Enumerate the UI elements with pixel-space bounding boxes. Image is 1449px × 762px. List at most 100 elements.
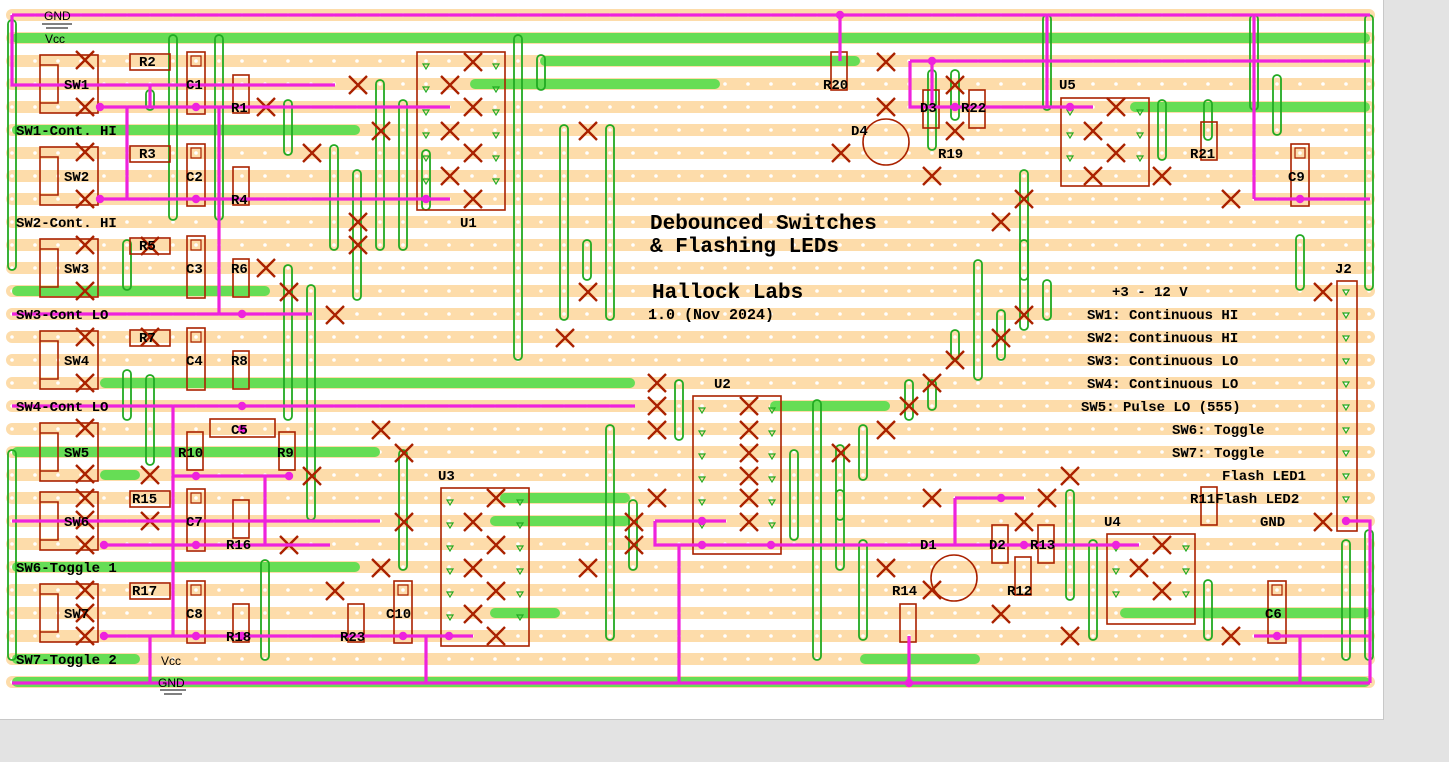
- strip-hole: [654, 105, 658, 109]
- led-body: [930, 554, 978, 602]
- strip-hole: [999, 519, 1003, 523]
- strip-hole: [654, 312, 658, 316]
- strip-hole: [10, 473, 14, 477]
- sw1-label: SW1: [64, 78, 89, 94]
- strip-hole: [240, 220, 244, 224]
- track-cut: [991, 604, 1011, 624]
- board-layout[interactable]: Debounced Switches & Flashing LEDs Hallo…: [0, 0, 1383, 719]
- wire-junction: [1272, 631, 1282, 641]
- ic-pin-right: [1135, 132, 1145, 140]
- strip-hole: [1206, 128, 1210, 132]
- strip-hole: [677, 335, 681, 339]
- track-cut: [75, 418, 95, 438]
- track-cut: [1313, 282, 1333, 302]
- strip-hole: [1206, 197, 1210, 201]
- wire-junction: [237, 309, 247, 319]
- strip-hole: [723, 358, 727, 362]
- strip-hole: [378, 657, 382, 661]
- switch-lever: [40, 432, 59, 472]
- wire-junction: [421, 194, 431, 204]
- strip-hole: [769, 105, 773, 109]
- strip-hole: [1183, 266, 1187, 270]
- strip-hole: [976, 335, 980, 339]
- strip-hole: [10, 358, 14, 362]
- track-cut: [140, 465, 160, 485]
- track-cut: [945, 121, 965, 141]
- strip-hole: [470, 128, 474, 132]
- strip-hole: [1367, 404, 1371, 408]
- strip-hole: [194, 243, 198, 247]
- strip-hole: [539, 542, 543, 546]
- strip-hole: [884, 519, 888, 523]
- strip-hole: [838, 82, 842, 86]
- ic-pin-right: [1135, 155, 1145, 163]
- strip-hole: [194, 657, 198, 661]
- strip-hole: [792, 197, 796, 201]
- strip-hole: [1321, 657, 1325, 661]
- strip-hole: [838, 473, 842, 477]
- track-cut: [463, 97, 483, 117]
- strip-hole: [355, 588, 359, 592]
- strip-hole: [769, 197, 773, 201]
- strip-hole: [1160, 266, 1164, 270]
- strip-hole: [585, 174, 589, 178]
- strip-hole: [1160, 404, 1164, 408]
- strip-hole: [1045, 220, 1049, 224]
- r18-label: R18: [226, 630, 251, 646]
- c3-label: C3: [186, 262, 203, 278]
- strip-hole: [401, 220, 405, 224]
- link-vertical: [168, 34, 178, 221]
- strip-hole: [769, 381, 773, 385]
- strip-hole: [1206, 82, 1210, 86]
- strip-hole: [585, 542, 589, 546]
- strip-hole: [1206, 542, 1210, 546]
- strip-hole: [999, 289, 1003, 293]
- capacitor-body: [186, 143, 206, 207]
- strip-hole: [677, 128, 681, 132]
- strip-hole: [631, 358, 635, 362]
- strip-hole: [838, 565, 842, 569]
- components[interactable]: [39, 51, 1358, 647]
- strip-hole: [1045, 611, 1049, 615]
- r12-label: R12: [1007, 584, 1032, 600]
- strip-hole: [470, 358, 474, 362]
- strip-hole: [838, 220, 842, 224]
- strip-hole: [1367, 358, 1371, 362]
- strip-hole: [838, 289, 842, 293]
- capacitor-pad: [397, 584, 409, 596]
- strip-hole: [953, 588, 957, 592]
- d4-label: D4: [851, 124, 868, 140]
- link-vertical: [835, 489, 845, 571]
- strip-hole: [1252, 588, 1256, 592]
- strip-hole: [1022, 220, 1026, 224]
- strip-hole: [33, 358, 37, 362]
- track-cut: [739, 396, 759, 416]
- strip-hole: [378, 358, 382, 362]
- ic-pin-right: [767, 522, 777, 530]
- strip-hole: [884, 197, 888, 201]
- stripboard[interactable]: Debounced Switches & Flashing LEDs Hallo…: [0, 0, 1384, 720]
- strip-hole: [1206, 243, 1210, 247]
- strip-hole: [562, 174, 566, 178]
- strip-hole: [1252, 496, 1256, 500]
- track-cut: [1083, 166, 1103, 186]
- strip-hole: [286, 220, 290, 224]
- strip-hole: [1206, 588, 1210, 592]
- strip-hole: [631, 335, 635, 339]
- connector-pin: [1341, 450, 1351, 458]
- gnd-symbol-top: [42, 23, 72, 29]
- copper-strip: [6, 331, 1375, 343]
- strip-hole: [907, 519, 911, 523]
- strip-hole: [309, 335, 313, 339]
- strip-hole: [1022, 82, 1026, 86]
- strip-hole: [838, 611, 842, 615]
- strip-hole: [378, 542, 382, 546]
- strip-hole: [240, 657, 244, 661]
- capacitor-body: [1267, 580, 1287, 644]
- strip-hole: [1160, 634, 1164, 638]
- track-cut: [394, 443, 414, 463]
- r7-label: R7: [139, 331, 156, 347]
- note-sw1: SW1: Continuous HI: [1087, 308, 1238, 324]
- strip-hole: [930, 335, 934, 339]
- strip-hole: [447, 450, 451, 454]
